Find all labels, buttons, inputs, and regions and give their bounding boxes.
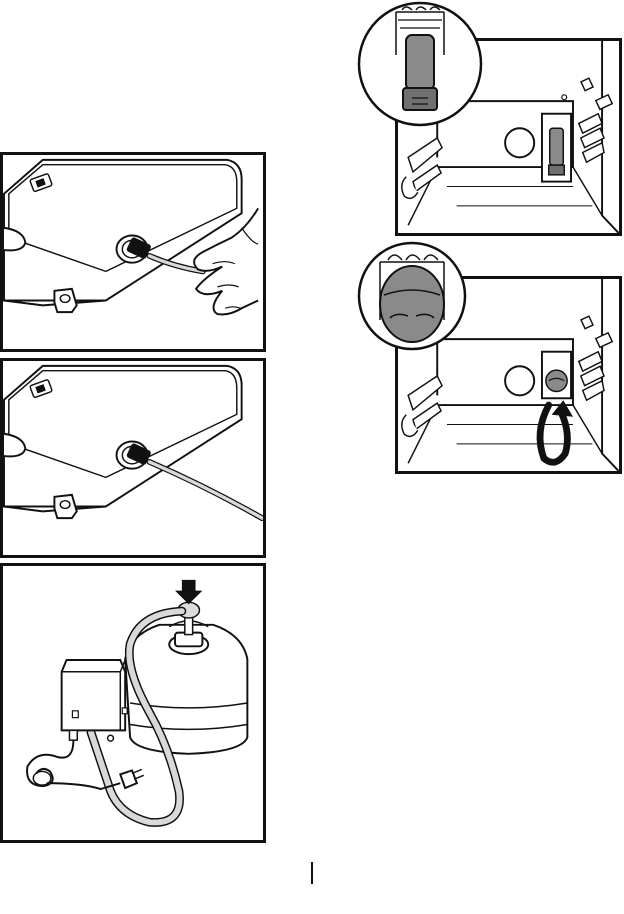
fan-cover xyxy=(505,366,534,395)
filter-rotation-zoom-drawing xyxy=(356,240,468,352)
hose-connection-drawing xyxy=(3,155,263,349)
water-filter xyxy=(550,128,564,165)
pump-and-bottle-drawing xyxy=(3,566,263,840)
filter-insertion-zoom xyxy=(356,0,484,128)
page-divider xyxy=(311,862,313,884)
water-filter xyxy=(406,35,434,90)
door-shelf xyxy=(408,138,442,191)
filter-cap xyxy=(380,266,444,342)
hose-connected-illustration xyxy=(0,358,266,558)
filter-rotation-zoom xyxy=(356,240,468,352)
pump-indicator xyxy=(72,711,78,718)
pump-unit xyxy=(62,660,126,730)
down-arrow-icon xyxy=(175,580,202,604)
fan-cover xyxy=(505,128,534,157)
filter-insertion-zoom-drawing xyxy=(356,0,484,128)
door-shelf xyxy=(408,376,442,429)
filter-cap xyxy=(403,88,437,110)
hose-connection-illustration xyxy=(0,152,266,352)
pump-and-bottle-illustration xyxy=(0,563,266,843)
hose-connected-drawing xyxy=(3,361,263,555)
